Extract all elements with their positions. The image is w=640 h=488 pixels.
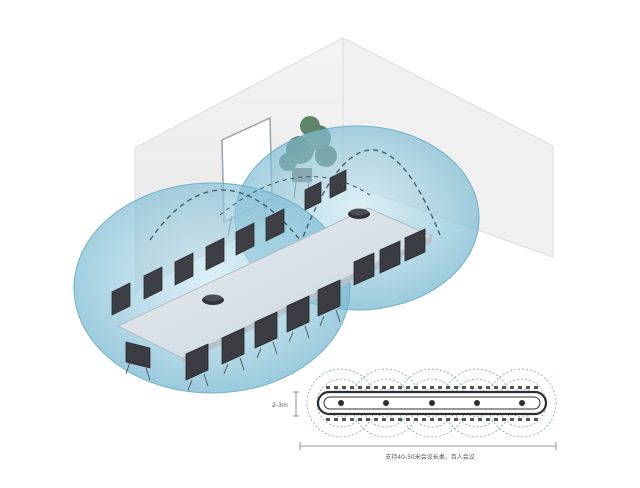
plan-seat bbox=[438, 418, 442, 421]
plan-seat bbox=[430, 386, 434, 389]
plan-seat bbox=[502, 386, 506, 389]
plan-seat bbox=[462, 386, 466, 389]
plan-table-inner bbox=[323, 396, 541, 410]
plan-seat bbox=[358, 386, 362, 389]
plan-seat bbox=[350, 418, 354, 421]
floor-plan-inset: 2-3m 支持40-50米会议长桌，百人会议 bbox=[272, 368, 557, 461]
plan-seat bbox=[446, 418, 450, 421]
speakerphone-icon bbox=[519, 400, 525, 406]
plan-seat bbox=[502, 418, 506, 421]
plan-seat bbox=[366, 418, 370, 421]
plan-seat bbox=[382, 386, 386, 389]
plan-seat bbox=[382, 418, 386, 421]
plan-seat bbox=[326, 386, 330, 389]
plan-seats bbox=[326, 386, 538, 421]
plan-seat bbox=[526, 386, 530, 389]
plan-seat bbox=[534, 418, 538, 421]
plan-seat bbox=[374, 418, 378, 421]
plan-devices bbox=[338, 400, 525, 406]
plan-seat bbox=[462, 418, 466, 421]
coverage-arc-back bbox=[219, 176, 371, 216]
chair-icon bbox=[143, 266, 163, 300]
chair-icon bbox=[353, 252, 375, 286]
chair-row-back bbox=[111, 169, 347, 316]
speakerphone-icon bbox=[383, 400, 389, 406]
plan-caption: 支持40-50米会议长桌，百人会议 bbox=[385, 453, 474, 461]
chair-icon bbox=[317, 279, 341, 327]
plan-seat bbox=[518, 418, 522, 421]
plan-seat bbox=[414, 418, 418, 421]
speakerphone-icon bbox=[429, 400, 435, 406]
chair-icon bbox=[379, 240, 401, 274]
chair-icon bbox=[221, 327, 245, 375]
chair-icon bbox=[185, 343, 209, 391]
plan-seat bbox=[342, 418, 346, 421]
plan-seat bbox=[350, 386, 354, 389]
plan-seat bbox=[374, 386, 378, 389]
chair-icon bbox=[329, 169, 347, 199]
plan-seat bbox=[358, 418, 362, 421]
chair-icon bbox=[286, 295, 310, 343]
plan-seat bbox=[390, 386, 394, 389]
plan-seat bbox=[454, 418, 458, 421]
plan-height-label: 2-3m bbox=[272, 402, 288, 409]
plan-seat bbox=[390, 418, 394, 421]
plan-seat bbox=[510, 386, 514, 389]
coverage-ring bbox=[487, 368, 557, 438]
plan-seat bbox=[486, 386, 490, 389]
plan-seat bbox=[494, 386, 498, 389]
chair-icon bbox=[235, 222, 255, 256]
plan-seat bbox=[534, 386, 538, 389]
plan-seat bbox=[478, 386, 482, 389]
plan-seat bbox=[406, 418, 410, 421]
speakerphone-icon bbox=[202, 294, 224, 305]
plan-seat bbox=[494, 418, 498, 421]
plan-seat bbox=[334, 386, 338, 389]
chair-row-front bbox=[125, 228, 426, 391]
plan-seat bbox=[446, 386, 450, 389]
plan-seat bbox=[366, 386, 370, 389]
plan-seat bbox=[422, 386, 426, 389]
chair-icon bbox=[205, 237, 225, 271]
plan-seat bbox=[470, 418, 474, 421]
plan-seat bbox=[486, 418, 490, 421]
plan-seat bbox=[414, 386, 418, 389]
plan-seat bbox=[342, 386, 346, 389]
chair-icon bbox=[404, 228, 426, 262]
chair-icon bbox=[111, 282, 131, 316]
plan-seat bbox=[478, 418, 482, 421]
speakerphone-icon bbox=[474, 400, 480, 406]
chair-icon bbox=[254, 311, 278, 359]
chair-icon bbox=[174, 252, 194, 286]
chair-icon bbox=[265, 208, 285, 242]
speakerphone-icon bbox=[348, 208, 370, 219]
plan-seat bbox=[454, 386, 458, 389]
plan-seat bbox=[406, 386, 410, 389]
plan-seat bbox=[526, 418, 530, 421]
chair-icon bbox=[125, 341, 151, 381]
plan-seat bbox=[438, 386, 442, 389]
plan-seat bbox=[326, 418, 330, 421]
plan-seat bbox=[334, 418, 338, 421]
speakerphone-icon bbox=[338, 400, 344, 406]
chair-icon bbox=[304, 181, 322, 211]
plan-seat bbox=[398, 418, 402, 421]
plan-seat bbox=[422, 418, 426, 421]
plan-seat bbox=[518, 386, 522, 389]
plan-seat bbox=[470, 386, 474, 389]
plan-seat bbox=[510, 418, 514, 421]
plan-seat bbox=[430, 418, 434, 421]
plan-seat bbox=[398, 386, 402, 389]
